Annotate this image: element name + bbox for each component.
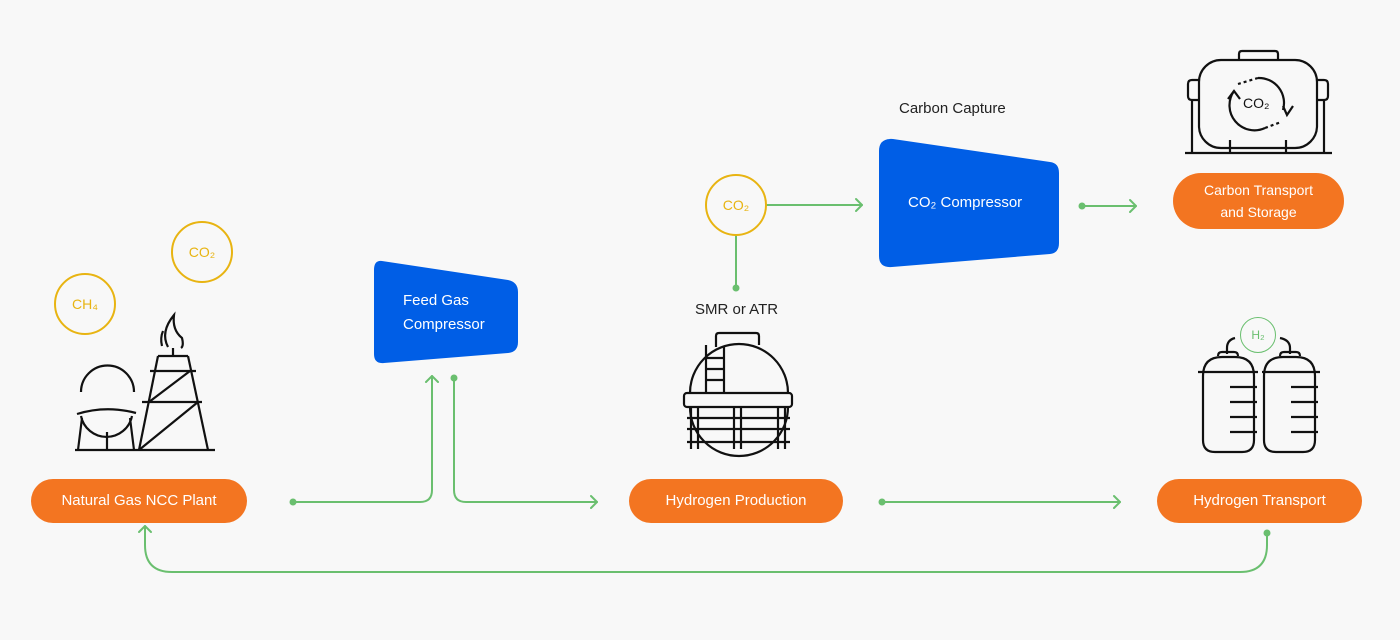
hydrogen-tanks-icon [1198,336,1320,454]
smr-atr-label: SMR or ATR [695,301,779,318]
hydrogen-transport-node[interactable]: Hydrogen Transport [1157,479,1362,523]
ch4-molecule: CH₄ [54,273,116,335]
reactor-tank-icon [682,331,794,458]
carbon-transport-line2: and Storage [1220,204,1297,220]
flow-start-dot [1078,202,1086,210]
arrowhead-right [855,198,863,212]
feed-gas-compressor-shape [374,260,518,364]
carbon-transport-storage-node[interactable]: Carbon Transport and Storage [1173,173,1344,229]
flow-start-dot [878,498,886,506]
co2-storage-label: CO₂ [1243,95,1270,111]
flow-start-dot [450,374,458,382]
h2-label: H₂ [1251,328,1265,342]
co2-molecule-capture: CO₂ [705,174,767,236]
flow-feed-compressor-to-h2-production [453,377,598,503]
arrowhead-right [1113,495,1121,509]
flow-plant-to-feed-compressor [292,375,433,503]
flow-start-dot [732,284,740,292]
carbon-transport-line1: Carbon Transport [1204,182,1313,198]
carbon-capture-label: Carbon Capture [899,100,1006,117]
co2-compressor: CO₂ Compressor [908,194,1023,211]
co2-molecule-plant: CO₂ [171,221,233,283]
arrowhead-up [425,375,439,383]
co2-compressor-shape [879,138,1059,268]
feed-gas-compressor: Feed Gas Compressor [403,289,485,337]
flow-h2-transport-return-to-plant [144,525,1268,573]
feed-gas-compressor-line2: Compressor [403,316,485,333]
h2-molecule: H₂ [1240,317,1276,353]
co2-label: CO₂ [722,197,750,213]
gas-plant-icon [75,311,215,452]
arrowhead-right [1129,199,1137,213]
hydrogen-production-node[interactable]: Hydrogen Production [629,479,843,523]
natural-gas-plant-node[interactable]: Natural Gas NCC Plant [31,479,247,523]
co2-label: CO₂ [188,244,216,260]
arrowhead-up [138,525,152,533]
feed-gas-compressor-line1: Feed Gas [403,292,469,309]
flow-start-dot [1263,529,1271,537]
co2-storage-tank-icon [1185,49,1332,155]
ch4-label: CH₄ [72,296,98,312]
arrowhead-right [590,495,598,509]
flow-start-dot [289,498,297,506]
